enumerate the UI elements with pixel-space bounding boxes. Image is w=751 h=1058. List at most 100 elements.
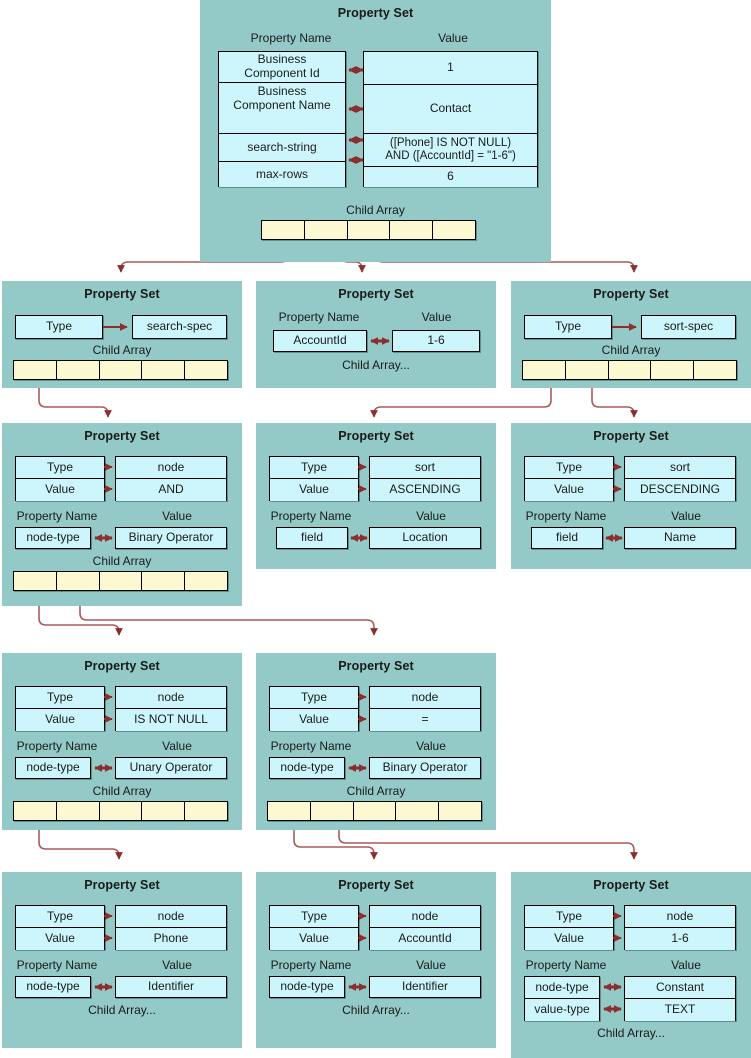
- type-key-box[interactable]: Type: [525, 457, 613, 479]
- child-array-cell[interactable]: [185, 572, 227, 590]
- child-array[interactable]: [13, 360, 228, 380]
- child-array[interactable]: [13, 571, 228, 591]
- child-array-cell[interactable]: [396, 802, 440, 820]
- type-value-box[interactable]: search-spec: [132, 315, 227, 339]
- property-name-box[interactable]: node-type: [15, 976, 91, 998]
- child-array[interactable]: [13, 801, 228, 821]
- property-value-box[interactable]: Binary Operator: [369, 757, 481, 779]
- child-array-cell[interactable]: [310, 802, 354, 820]
- root-value-cell-0[interactable]: 1: [364, 52, 537, 85]
- panel-node-accountid[interactable]: Property Set Type Value node AccountId P…: [256, 872, 496, 1048]
- type-key-box[interactable]: Type: [524, 315, 612, 339]
- child-array-cell[interactable]: [439, 802, 481, 820]
- value-key-box[interactable]: Value: [16, 479, 104, 501]
- type-value-box[interactable]: node: [116, 906, 226, 928]
- child-array-cell[interactable]: [99, 572, 143, 590]
- root-name-cell-2[interactable]: search-string: [219, 134, 345, 162]
- child-array-cell[interactable]: [142, 361, 186, 379]
- child-array-cell[interactable]: [14, 572, 57, 590]
- property-value-box[interactable]: Name: [624, 527, 736, 549]
- child-array-cell[interactable]: [99, 802, 143, 820]
- child-array-cell[interactable]: [99, 361, 143, 379]
- type-value-box[interactable]: node: [370, 687, 480, 709]
- property-name-box[interactable]: node-type: [525, 977, 599, 999]
- type-value-box[interactable]: node: [116, 687, 226, 709]
- child-array[interactable]: [267, 801, 482, 821]
- root-value-cell-2[interactable]: ([Phone] IS NOT NULL) AND ([AccountId] =…: [364, 134, 537, 167]
- panel-node-equals[interactable]: Property Set Type Value node = Property …: [256, 653, 496, 830]
- value-key-box[interactable]: Value: [525, 928, 613, 950]
- root-child-array[interactable]: [261, 220, 476, 240]
- type-value-box[interactable]: node: [625, 906, 735, 928]
- type-value-box[interactable]: sort: [370, 457, 480, 479]
- value-key-box[interactable]: Value: [270, 479, 358, 501]
- child-array-cell[interactable]: [14, 361, 57, 379]
- property-value-box[interactable]: Location: [369, 527, 481, 549]
- panel-node-and[interactable]: Property Set Type Value node AND Propert…: [2, 423, 242, 606]
- type-key-box[interactable]: Type: [16, 687, 104, 709]
- property-value-box[interactable]: Constant: [625, 977, 735, 999]
- panel-accountid-property-set[interactable]: Property Set Property Name Value Account…: [256, 281, 496, 388]
- root-value-cell-1[interactable]: Contact: [364, 85, 537, 133]
- property-value-box[interactable]: 1-6: [392, 330, 480, 352]
- type-value-box[interactable]: sort: [625, 457, 735, 479]
- child-array-cell[interactable]: [185, 361, 227, 379]
- property-name-box[interactable]: node-type: [269, 976, 345, 998]
- child-array-cell[interactable]: [433, 221, 475, 239]
- root-name-cell-1[interactable]: Business Component Name: [219, 83, 345, 114]
- value-value-box[interactable]: ASCENDING: [370, 479, 480, 501]
- value-key-box[interactable]: Value: [16, 709, 104, 731]
- child-array-cell[interactable]: [651, 361, 695, 379]
- property-name-box[interactable]: node-type: [15, 527, 91, 549]
- property-name-box[interactable]: node-type: [15, 757, 91, 779]
- child-array-cell[interactable]: [523, 361, 566, 379]
- property-name-box[interactable]: field: [276, 527, 348, 549]
- type-key-box[interactable]: Type: [16, 906, 104, 928]
- value-value-box[interactable]: 1-6: [625, 928, 735, 950]
- root-value-cell-3[interactable]: 6: [364, 167, 537, 187]
- value-key-box[interactable]: Value: [270, 928, 358, 950]
- value-value-box[interactable]: IS NOT NULL: [116, 709, 226, 731]
- child-array-cell[interactable]: [56, 802, 100, 820]
- panel-node-constant[interactable]: Property Set Type Value node 1-6 Propert…: [511, 872, 751, 1058]
- panel-node-phone[interactable]: Property Set Type Value node Phone Prope…: [2, 872, 242, 1048]
- value-value-box[interactable]: AND: [116, 479, 226, 501]
- child-array-cell[interactable]: [304, 221, 348, 239]
- type-value-box[interactable]: sort-spec: [641, 315, 736, 339]
- panel-node-is-not-null[interactable]: Property Set Type Value node IS NOT NULL…: [2, 653, 242, 830]
- property-name-box[interactable]: value-type: [525, 999, 599, 1021]
- child-array-cell[interactable]: [142, 802, 186, 820]
- panel-search-spec[interactable]: Property Set Type search-spec Child Arra…: [2, 281, 242, 388]
- value-value-box[interactable]: =: [370, 709, 480, 731]
- child-array-cell[interactable]: [56, 361, 100, 379]
- child-array-cell[interactable]: [185, 802, 227, 820]
- root-name-cell-3[interactable]: max-rows: [219, 162, 345, 187]
- property-name-box[interactable]: node-type: [269, 757, 345, 779]
- panel-sort-descending[interactable]: Property Set Type Value sort DESCENDING …: [511, 423, 751, 569]
- type-value-box[interactable]: node: [370, 906, 480, 928]
- child-array-cell[interactable]: [694, 361, 736, 379]
- property-value-box[interactable]: Identifier: [115, 976, 227, 998]
- value-key-box[interactable]: Value: [16, 928, 104, 950]
- property-value-box[interactable]: Unary Operator: [115, 757, 227, 779]
- panel-sort-ascending[interactable]: Property Set Type Value sort ASCENDING P…: [256, 423, 496, 569]
- property-value-box[interactable]: Identifier: [369, 976, 481, 998]
- child-array-cell[interactable]: [56, 572, 100, 590]
- type-key-box[interactable]: Type: [15, 315, 103, 339]
- child-array-cell[interactable]: [565, 361, 609, 379]
- child-array-cell[interactable]: [142, 572, 186, 590]
- child-array-cell[interactable]: [14, 802, 57, 820]
- property-name-box[interactable]: AccountId: [273, 330, 367, 352]
- child-array[interactable]: [522, 360, 737, 380]
- value-value-box[interactable]: DESCENDING: [625, 479, 735, 501]
- type-key-box[interactable]: Type: [16, 457, 104, 479]
- type-value-box[interactable]: node: [116, 457, 226, 479]
- child-array-cell[interactable]: [390, 221, 434, 239]
- child-array-cell[interactable]: [353, 802, 397, 820]
- type-key-box[interactable]: Type: [525, 906, 613, 928]
- child-array-cell[interactable]: [268, 802, 311, 820]
- property-value-box[interactable]: Binary Operator: [115, 527, 227, 549]
- root-name-cell-0[interactable]: Business Component Id: [219, 52, 345, 83]
- child-array-cell[interactable]: [262, 221, 305, 239]
- value-value-box[interactable]: AccountId: [370, 928, 480, 950]
